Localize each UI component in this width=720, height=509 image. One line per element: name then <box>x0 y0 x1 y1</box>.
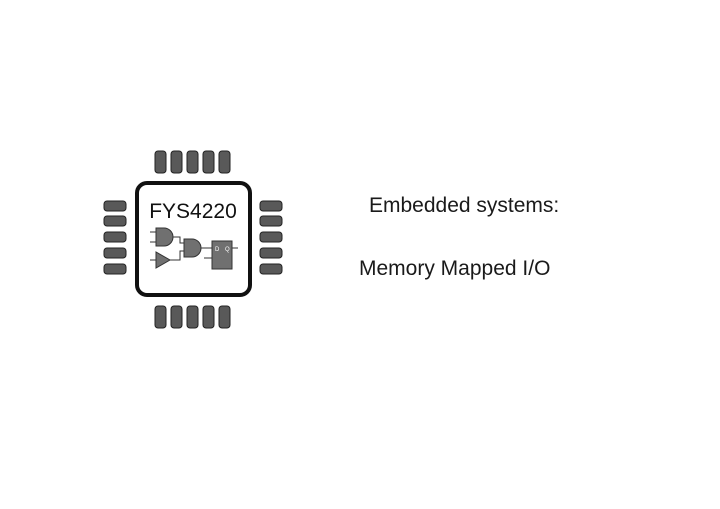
svg-text:D: D <box>215 247 220 253</box>
logic-schematic-icon: D Q <box>150 227 238 270</box>
chip-label: FYS4220 <box>149 200 237 223</box>
slide-title-line-2: Memory Mapped I/O <box>359 257 551 280</box>
slide-title-line-1: Embedded systems: <box>369 194 560 217</box>
bottom-pins <box>154 305 231 329</box>
left-pins <box>103 200 127 275</box>
top-pins <box>154 150 231 174</box>
svg-text:Q: Q <box>225 247 230 253</box>
fys4220-chip-logo: FYS4220 D Q <box>103 150 283 329</box>
right-pins <box>259 200 283 275</box>
